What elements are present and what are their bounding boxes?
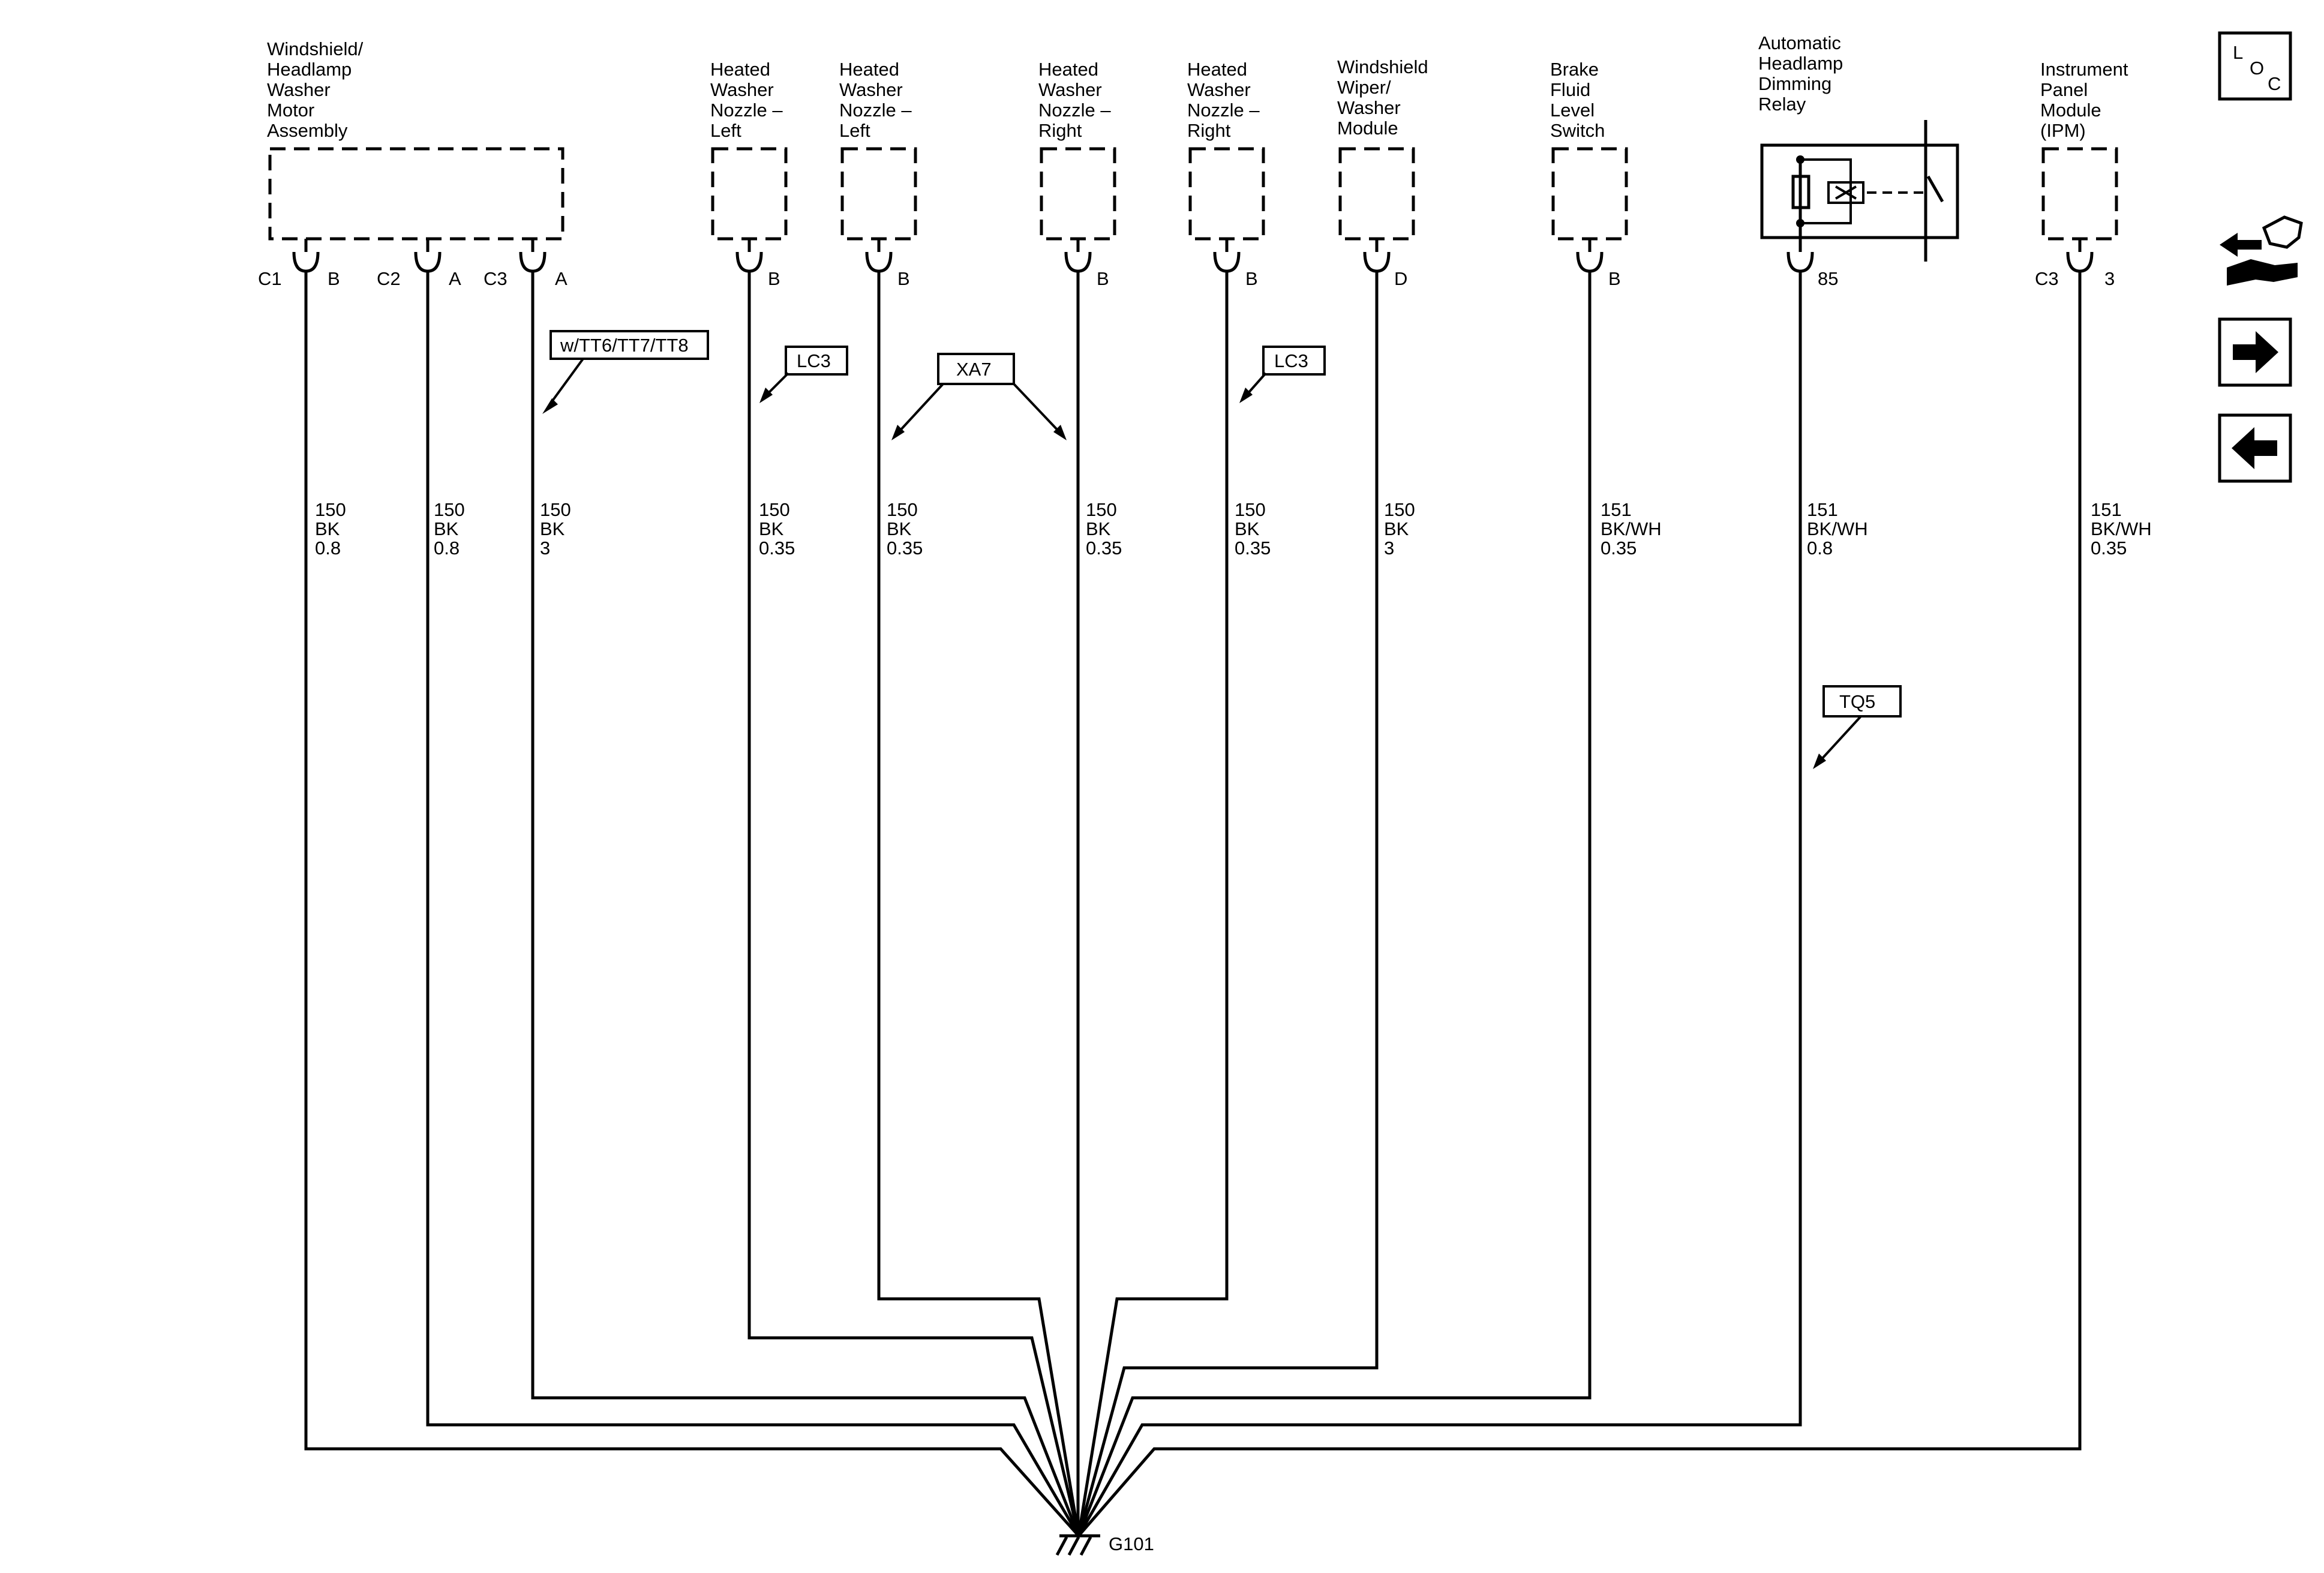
dimming-relay-label: Automatic Headlamp Dimming Relay (1758, 32, 1848, 115)
wire-label-hwn-left-2: 150 BK 0.35 (887, 499, 923, 559)
pin-ipm (2066, 239, 2094, 273)
wire-wiper-module (1077, 271, 1379, 1536)
svg-text:LC3: LC3 (1274, 350, 1308, 371)
wire-motor-c3 (531, 271, 1080, 1536)
wires (304, 271, 2082, 1537)
pin-hwn-right-2 (1213, 239, 1241, 273)
ground-label: G101 (1109, 1533, 1154, 1554)
pin-label: B (1097, 268, 1109, 289)
pin-label: A (449, 268, 461, 289)
pin-label: B (1245, 268, 1258, 289)
wire-label-brake-switch: 151 BK/WH 0.35 (1601, 499, 1667, 559)
hwn-right-2-box (1188, 147, 1265, 241)
hwn-right-2-label: Heated Washer Nozzle – Right (1187, 59, 1265, 141)
wiper-module-label: Windshield Wiper/ Washer Module (1337, 56, 1433, 139)
hwn-right-1-box (1040, 147, 1116, 241)
option-tags: w/TT6/TT7/TT8 LC3 XA7 LC3 TQ5 (542, 330, 1902, 769)
ground-g101: G101 (1055, 1533, 1154, 1556)
option-tag-xa7: XA7 (891, 353, 1067, 440)
wire-label-ipm: 151 BK/WH 0.35 (2091, 499, 2157, 559)
option-tag-tt: w/TT6/TT7/TT8 (542, 330, 709, 414)
svg-text:L: L (2233, 42, 2243, 63)
component-labels: Windshield/ Headlamp Washer Motor Assemb… (267, 32, 2133, 141)
pin-label: B (768, 268, 780, 289)
pin-brake-switch (1576, 239, 1604, 273)
option-tag-lc3-right: LC3 (1239, 346, 1326, 403)
pin-hwn-left-2 (865, 239, 893, 273)
pin-dimming-relay (1786, 238, 1814, 273)
pin-label: D (1394, 268, 1407, 289)
wire-label-hwn-right-1: 150 BK 0.35 (1086, 499, 1122, 559)
dimming-relay-symbol (1760, 120, 1959, 262)
relay-resistor (1791, 175, 1810, 209)
brake-switch-label: Brake Fluid Level Switch (1550, 59, 1605, 141)
pin-label: B (1608, 268, 1621, 289)
svg-text:XA7: XA7 (956, 359, 992, 380)
motor-label: Windshield/ Headlamp Washer Motor Assemb… (267, 38, 368, 141)
wire-motor-c2 (426, 271, 1080, 1537)
connector-label: C2 (377, 268, 401, 289)
wire-label-motor-c3: 150 BK 3 (540, 499, 576, 559)
pin-hwn-right-1 (1064, 239, 1092, 273)
hwn-left-1-box (711, 147, 788, 241)
wiper-module-box (1338, 147, 1415, 241)
svg-text:O: O (2250, 58, 2264, 79)
wire-label-motor-c2: 150 BK 0.8 (434, 499, 470, 559)
pin-motor-c3 (519, 239, 547, 273)
svg-text:w/TT6/TT7/TT8: w/TT6/TT7/TT8 (560, 335, 689, 356)
wire-hwn-left-2 (877, 271, 1080, 1536)
pin-hwn-left-1 (735, 239, 763, 273)
option-tag-tq5: TQ5 (1813, 685, 1902, 769)
pin-label: 85 (1818, 268, 1838, 289)
wire-label-dimming-relay: 151 BK/WH 0.8 (1807, 499, 1873, 559)
pin-label: A (555, 268, 568, 289)
wire-label-wiper-module: 150 BK 3 (1384, 499, 1420, 559)
previous-arrow-icon[interactable] (2218, 413, 2292, 483)
connector-label: C1 (258, 268, 282, 289)
motor-box (268, 147, 565, 241)
wire-label-motor-c1: 150 BK 0.8 (315, 499, 351, 559)
wire-brake-switch (1077, 271, 1592, 1536)
svg-text:LC3: LC3 (797, 350, 831, 371)
hwn-left-1-label: Heated Washer Nozzle – Left (710, 59, 788, 141)
pin-label: 3 (2104, 268, 2115, 289)
connector-label: C3 (484, 268, 508, 289)
wire-motor-c1 (304, 271, 1080, 1537)
wire-label-hwn-right-2: 150 BK 0.35 (1235, 499, 1271, 559)
wire-hwn-right-2 (1077, 271, 1229, 1536)
loc-icon[interactable]: L O C (2218, 31, 2292, 101)
pin-motor-c1 (292, 239, 320, 273)
hwn-right-1-label: Heated Washer Nozzle – Right (1038, 59, 1116, 141)
ipm-box (2041, 147, 2118, 241)
svg-text:TQ5: TQ5 (1839, 691, 1875, 712)
pin-label: B (328, 268, 340, 289)
pin-motor-c2 (414, 239, 442, 273)
pin-labels: C1 B C2 A C3 A B B B B D B 85 C3 3 (258, 268, 2115, 289)
connector-pins (292, 238, 2094, 273)
wire-labels: 150 BK 0.8 150 BK 0.8 150 BK 3 150 BK 0.… (315, 499, 2157, 559)
ipm-label: Instrument Panel Module (IPM) (2040, 59, 2133, 141)
pin-label: B (897, 268, 910, 289)
wire-ipm (1077, 271, 2082, 1537)
nav-icons: L O C (2218, 31, 2303, 483)
hwn-left-2-box (840, 147, 917, 241)
option-tag-lc3-left: LC3 (759, 346, 848, 403)
relay-switch-blade (1926, 175, 1944, 203)
component-view-icon[interactable] (2220, 215, 2303, 286)
connector-label: C3 (2035, 268, 2059, 289)
wire-dimming-relay (1077, 271, 1802, 1537)
hwn-left-2-label: Heated Washer Nozzle – Left (839, 59, 917, 141)
wire-label-hwn-left-1: 150 BK 0.35 (759, 499, 795, 559)
pin-wiper-module (1363, 239, 1391, 273)
component-boxes (268, 120, 2118, 262)
svg-text:C: C (2268, 73, 2281, 94)
next-arrow-icon[interactable] (2218, 317, 2292, 387)
brake-switch-box (1551, 147, 1628, 241)
relay-coil-icon (1827, 181, 1864, 204)
wire-hwn-left-1 (747, 271, 1080, 1536)
